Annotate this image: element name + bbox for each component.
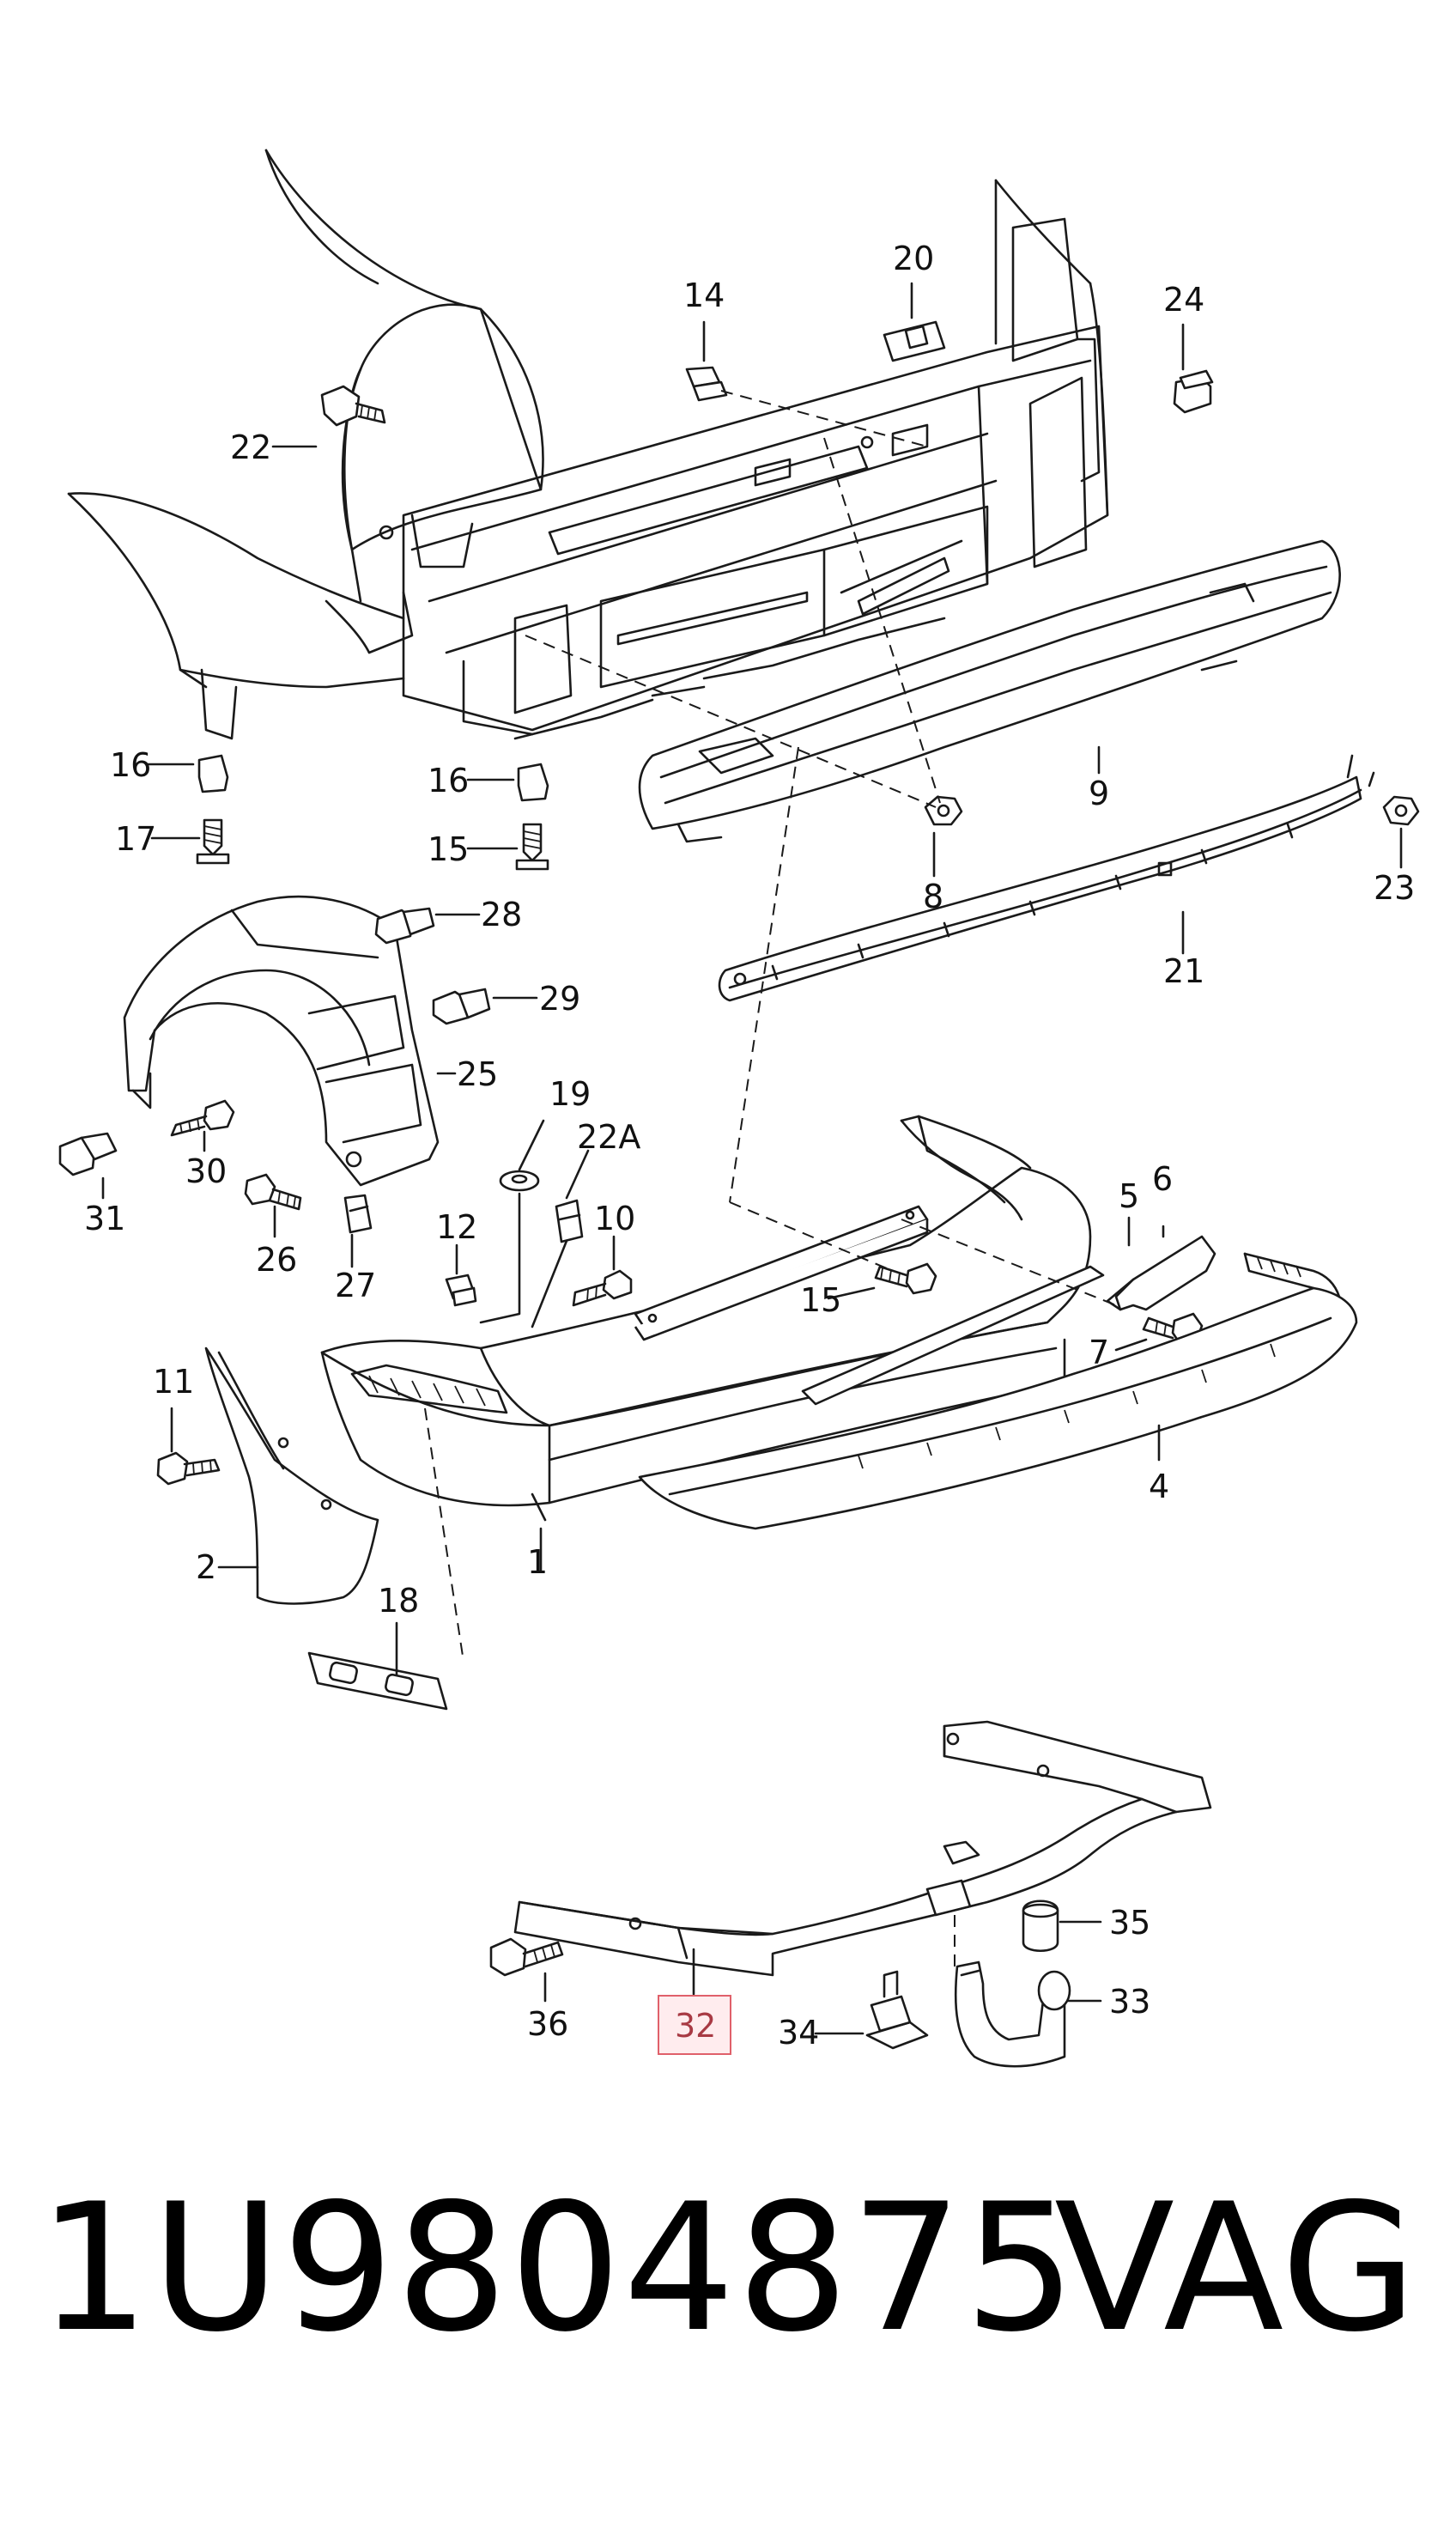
callout-11: 11 xyxy=(153,1363,195,1401)
nut-8 xyxy=(924,795,963,826)
callout-25: 25 xyxy=(457,1055,499,1093)
clip-20 xyxy=(883,320,946,362)
callout-5: 5 xyxy=(1119,1177,1140,1215)
callout-35: 35 xyxy=(1109,1904,1151,1942)
callout-18: 18 xyxy=(378,1582,420,1620)
screw-11 xyxy=(156,1451,221,1486)
clip-16-left xyxy=(197,754,229,793)
clip-28 xyxy=(374,907,435,945)
bolt-22 xyxy=(320,385,386,427)
callout-26: 26 xyxy=(256,1241,298,1279)
callout-20: 20 xyxy=(893,240,935,277)
screw-26 xyxy=(244,1173,302,1211)
callout-2: 2 xyxy=(196,1548,217,1586)
callout-32: 32 xyxy=(675,2007,717,2045)
nut-31 xyxy=(58,1132,118,1176)
callout-1: 1 xyxy=(527,1543,549,1581)
bracket-6 xyxy=(1106,1235,1216,1311)
callout-29: 29 xyxy=(539,980,581,1018)
screw-30 xyxy=(170,1099,235,1137)
callout-23: 23 xyxy=(1374,869,1416,907)
clip-12 xyxy=(445,1274,477,1307)
callout-14: 14 xyxy=(683,277,725,314)
callout-31: 31 xyxy=(84,1200,126,1237)
cap-35 xyxy=(1022,1900,1059,1952)
callout-34: 34 xyxy=(778,2014,820,2052)
wheel-housing-liner-25 xyxy=(123,895,440,1187)
callout-22: 22 xyxy=(230,429,272,466)
bracket-5 xyxy=(634,1205,1105,1406)
callout-12: 12 xyxy=(436,1208,478,1246)
clip-27 xyxy=(343,1194,373,1234)
tow-bar-32 xyxy=(513,1720,1212,1977)
clip-29 xyxy=(432,988,491,1025)
clip-16-right xyxy=(517,763,549,802)
callout-24: 24 xyxy=(1163,281,1205,319)
washer-19 xyxy=(499,1170,540,1192)
lower-spoiler-4 xyxy=(638,1252,1358,1530)
callout-36: 36 xyxy=(527,2005,569,2043)
clip-14 xyxy=(685,366,728,402)
callout-7: 7 xyxy=(1089,1334,1110,1371)
screw-15-lower xyxy=(874,1262,937,1295)
callout-10: 10 xyxy=(594,1200,636,1237)
callout-19: 19 xyxy=(549,1075,592,1113)
plate-18 xyxy=(307,1651,448,1711)
leader-lines xyxy=(101,282,1403,2035)
nut-23 xyxy=(1382,795,1420,826)
callout-27: 27 xyxy=(335,1267,377,1304)
callout-28: 28 xyxy=(481,896,523,933)
socket-holder-34 xyxy=(865,1970,929,2050)
assembly-dash-lines xyxy=(424,390,1117,1966)
callout-33: 33 xyxy=(1109,1983,1151,2021)
car-body-rear xyxy=(67,149,1109,740)
callout-21: 21 xyxy=(1163,952,1205,990)
clip-22A xyxy=(555,1199,584,1243)
callout-16-right: 16 xyxy=(428,762,470,799)
expanding-nut-24 xyxy=(1173,369,1214,414)
callout-17: 17 xyxy=(115,820,157,858)
callout-9: 9 xyxy=(1089,775,1110,812)
callout-8: 8 xyxy=(923,878,944,915)
callout-15-upper: 15 xyxy=(428,830,470,868)
screw-17 xyxy=(196,818,230,865)
callout-22A: 22A xyxy=(577,1118,641,1156)
callout-4: 4 xyxy=(1149,1468,1170,1505)
callout-32-highlight-box xyxy=(658,1995,731,2055)
impact-bar-9 xyxy=(638,539,1341,843)
screw-15-upper xyxy=(515,823,549,871)
tow-ball-33 xyxy=(954,1960,1071,2068)
part-number-text: 1U9804875 xyxy=(38,2167,1078,2371)
callout-15-lower: 15 xyxy=(800,1281,842,1319)
bolt-36 xyxy=(489,1937,564,1977)
callout-6: 6 xyxy=(1152,1160,1174,1198)
mudflap-2 xyxy=(204,1346,379,1605)
bracket-21 xyxy=(718,754,1375,1002)
brand-text: VAG xyxy=(1054,2167,1417,2371)
callout-16-left: 16 xyxy=(110,746,152,784)
bolt-10 xyxy=(572,1269,633,1307)
callout-30: 30 xyxy=(185,1152,228,1190)
